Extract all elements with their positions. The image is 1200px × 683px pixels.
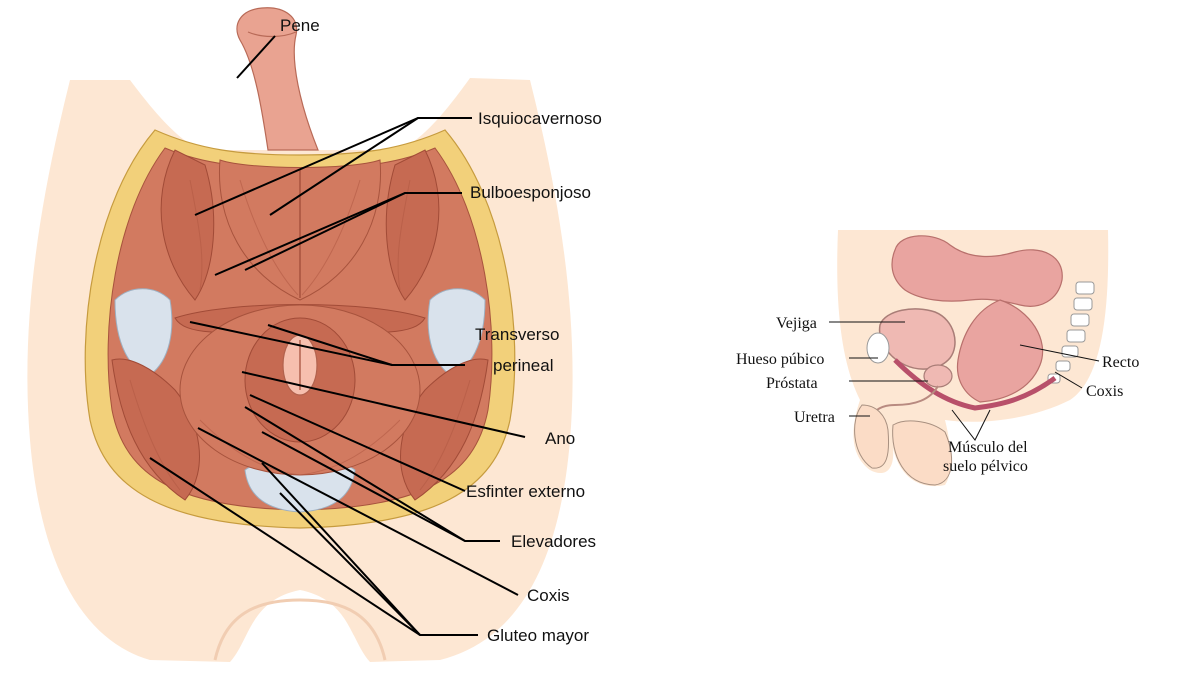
scrotum [892, 420, 953, 486]
left-leader-lines [149, 35, 526, 636]
perineum-illustration [27, 7, 573, 662]
label-gluteo: Gluteo mayor [487, 626, 589, 645]
label-recto: Recto [1102, 354, 1139, 371]
label-bulboesponjoso: Bulboesponjoso [470, 183, 591, 202]
gluteal-cleft [213, 598, 387, 661]
label-elevadores: Elevadores [511, 532, 596, 551]
fascia-right [427, 288, 486, 376]
penis-sagittal [854, 404, 890, 469]
fascia-left [114, 288, 173, 376]
gluteus-right [400, 358, 489, 501]
label-hueso-pubico: Hueso púbico [736, 351, 824, 368]
penis [236, 7, 319, 151]
left-labels: Pene Isquiocavernoso Bulboesponjoso Tran… [280, 16, 602, 645]
bladder [878, 308, 956, 370]
label-musculo-1: Músculo del [948, 439, 1028, 456]
rectum [956, 299, 1044, 403]
sagittal-illustration [837, 230, 1109, 487]
muscle-fibers [129, 179, 471, 491]
label-esfinter: Esfinter externo [466, 482, 585, 501]
gluteus-left [111, 358, 200, 501]
label-ano: Ano [545, 429, 575, 448]
label-vejiga: Vejiga [776, 315, 817, 332]
label-isquiocavernoso: Isquiocavernoso [478, 109, 602, 128]
glans-line [247, 31, 297, 38]
label-coxis-left: Coxis [527, 586, 570, 605]
ischiocavernosus-right [385, 149, 440, 301]
label-prostata: Próstata [766, 375, 818, 392]
ischiocavernosus-left [160, 149, 215, 301]
pelvic-floor-muscle [893, 358, 1057, 411]
prostate [923, 364, 953, 388]
label-coxis-right: Coxis [1086, 383, 1123, 400]
label-uretra: Uretra [794, 409, 835, 426]
label-musculo-2: suelo pélvico [943, 458, 1028, 475]
label-transverso-1: Transverso [475, 325, 559, 344]
label-pene: Pene [280, 16, 320, 35]
right-leader-lines [829, 321, 1100, 441]
right-labels: Vejiga Hueso púbico Próstata Uretra Rect… [736, 315, 1139, 475]
label-transverso-2: perineal [493, 356, 554, 375]
colon [891, 235, 1063, 307]
pubic-bone [866, 332, 890, 364]
